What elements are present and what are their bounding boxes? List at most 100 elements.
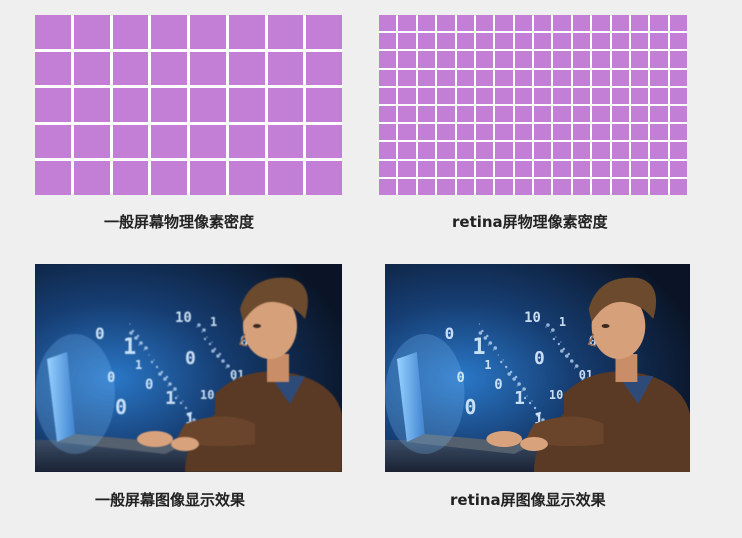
pixel-cell xyxy=(398,69,416,86)
binary-digit: 0 xyxy=(115,395,127,419)
pixel-cell xyxy=(650,87,668,104)
binary-digit: 0 xyxy=(589,334,597,350)
pixel-cell xyxy=(514,33,532,50)
pixel-cell xyxy=(495,33,513,50)
pixel-cell xyxy=(151,15,187,49)
pixel-cell xyxy=(475,33,494,50)
pixel-cell xyxy=(456,87,474,104)
pixel-cell xyxy=(611,142,629,159)
pixel-cell xyxy=(306,51,342,86)
pixel-cell xyxy=(228,88,265,122)
pixel-cell xyxy=(495,51,513,68)
pixel-cell xyxy=(611,160,629,177)
pixel-cell xyxy=(379,51,397,68)
pixel-cell xyxy=(495,106,513,123)
pixel-cell xyxy=(379,33,397,50)
binary-digit: 10 xyxy=(175,310,192,326)
pixel-cell xyxy=(495,87,513,104)
pixel-cell xyxy=(306,88,342,122)
pixel-cell xyxy=(35,15,71,49)
pixel-cell xyxy=(534,124,552,141)
pixel-cell xyxy=(112,124,149,159)
pixel-cell xyxy=(267,161,304,195)
pixel-cell xyxy=(650,160,668,177)
pixel-cell xyxy=(73,51,110,86)
pixel-cell xyxy=(630,87,649,104)
binary-digit: 1 xyxy=(165,388,176,409)
pixel-cell xyxy=(534,160,552,177)
pixel-cell xyxy=(267,88,304,122)
pixel-cell xyxy=(190,161,226,195)
pixel-cell xyxy=(572,69,591,86)
binary-digit: 1 xyxy=(559,315,566,329)
pixel-cell xyxy=(475,142,494,159)
binary-digit: 10 xyxy=(524,310,541,326)
binary-digit: 0 xyxy=(464,396,476,419)
pixel-cell xyxy=(379,87,397,104)
pixel-cell xyxy=(151,124,187,159)
pixel-cell xyxy=(228,15,265,49)
pixel-cell xyxy=(553,142,571,159)
pixel-cell xyxy=(495,160,513,177)
pixel-cell xyxy=(151,51,187,86)
pixel-cell xyxy=(112,15,149,49)
pixel-cell xyxy=(437,142,455,159)
pixel-cell xyxy=(475,69,494,86)
pixel-cell xyxy=(534,15,552,32)
pixel-cell xyxy=(553,87,571,104)
binary-digit: 1 xyxy=(123,335,136,360)
pixel-cell xyxy=(475,178,494,195)
pixel-cell xyxy=(514,178,532,195)
pixel-cell xyxy=(611,15,629,32)
pixel-cell xyxy=(650,33,668,50)
retina-pixel-grid xyxy=(379,15,687,195)
pixel-cell xyxy=(514,106,532,123)
pixel-cell xyxy=(475,160,494,177)
pixel-cell xyxy=(306,15,342,49)
pixel-cell xyxy=(572,178,591,195)
pixel-cell xyxy=(495,142,513,159)
pixel-cell xyxy=(437,106,455,123)
pixel-cell xyxy=(306,161,342,195)
pixel-cell xyxy=(112,161,149,195)
pixel-cell xyxy=(630,160,649,177)
pixel-cell xyxy=(572,142,591,159)
pixel-cell xyxy=(669,15,687,32)
pixel-cell xyxy=(475,106,494,123)
binary-digit: 1 xyxy=(135,358,142,372)
pixel-cell xyxy=(417,51,436,68)
caption-normal-density: 一般屏幕物理像素密度 xyxy=(104,213,255,231)
pixel-cell xyxy=(417,33,436,50)
binary-digit: 1 xyxy=(484,358,491,372)
pixel-cell xyxy=(611,106,629,123)
caption-normal-display: 一般屏幕图像显示效果 xyxy=(95,491,246,509)
pixel-cell xyxy=(611,178,629,195)
pixel-cell xyxy=(267,51,304,86)
pixel-cell xyxy=(456,69,474,86)
pixel-cell xyxy=(73,88,110,122)
pixel-cell xyxy=(267,124,304,159)
pixel-cell xyxy=(437,33,455,50)
pixel-cell xyxy=(669,142,687,159)
pixel-cell xyxy=(553,15,571,32)
pixel-cell xyxy=(437,51,455,68)
pixel-cell xyxy=(534,33,552,50)
pixel-cell xyxy=(611,51,629,68)
pixel-cell xyxy=(398,124,416,141)
pixel-cell xyxy=(572,124,591,141)
pixel-cell xyxy=(379,178,397,195)
pixel-cell xyxy=(456,33,474,50)
pixel-cell xyxy=(630,69,649,86)
pixel-cell xyxy=(514,69,532,86)
pixel-cell xyxy=(456,178,474,195)
pixel-cell xyxy=(630,124,649,141)
pixel-cell xyxy=(35,124,71,159)
pixel-cell xyxy=(456,124,474,141)
pixel-cell xyxy=(553,33,571,50)
binary-digit: 0 xyxy=(445,324,455,343)
pixel-cell xyxy=(437,15,455,32)
pixel-cell xyxy=(112,88,149,122)
binary-digit: 1 xyxy=(514,388,525,409)
pixel-cell xyxy=(495,178,513,195)
